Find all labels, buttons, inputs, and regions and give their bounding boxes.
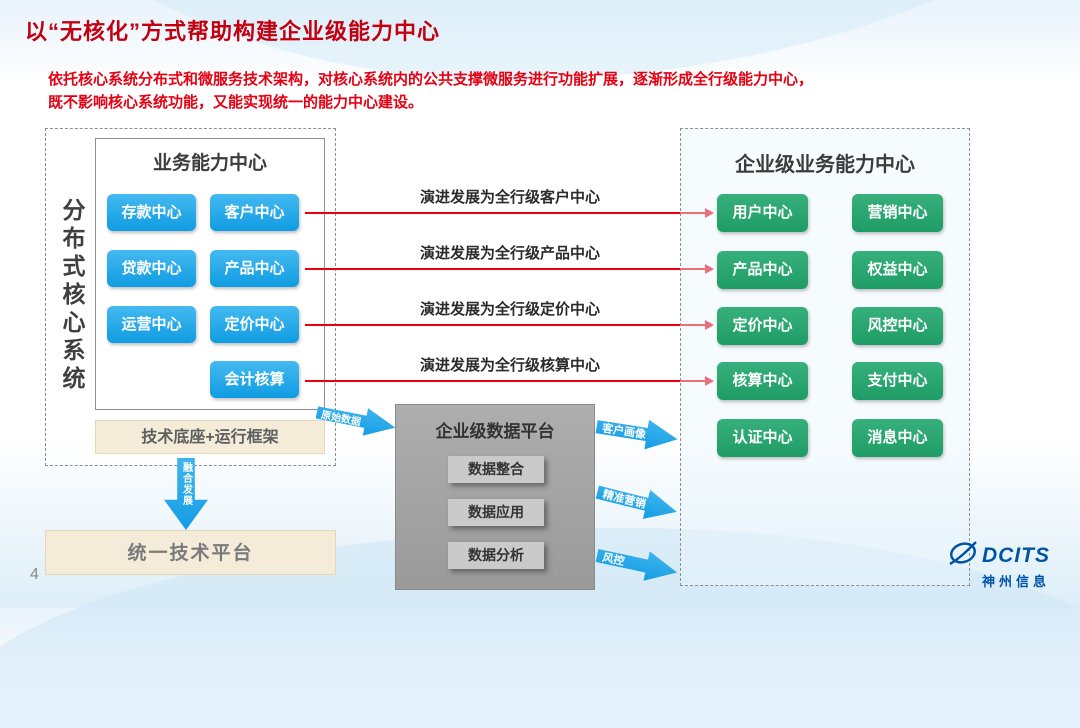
chip-deposit-center: 存款中心 — [107, 194, 196, 231]
tech-base-box: 技术底座+运行框架 — [95, 420, 325, 454]
evolution-label-accounting: 演进发展为全行级核算中心 — [419, 357, 600, 374]
arrow-head-icon — [705, 320, 714, 330]
chip-operation-center: 运营中心 — [107, 306, 196, 343]
output-label-precision-marketing: 精准营销 — [601, 488, 647, 511]
data-platform-title: 企业级数据平台 — [435, 422, 555, 441]
fusion-development-arrow: 融合发展 — [164, 458, 208, 530]
chip-pricing-center: 定价中心 — [210, 306, 299, 343]
arrow-head-icon — [705, 376, 714, 386]
chip-product-center-r: 产品中心 — [717, 251, 808, 289]
business-capability-title: 业务能力中心 — [152, 153, 267, 174]
chip-product-center: 产品中心 — [210, 250, 299, 287]
output-label-customer-profile: 客户画像 — [601, 422, 647, 442]
chip-payment-center: 支付中心 — [852, 362, 943, 400]
enterprise-capability-title: 企业级业务能力中心 — [735, 154, 915, 176]
enterprise-data-platform: 企业级数据平台 数据整合 数据应用 数据分析 — [395, 404, 595, 590]
evolution-label-pricing: 演进发展为全行级定价中心 — [419, 301, 600, 318]
chip-accounting-center: 核算中心 — [717, 362, 808, 400]
page-title: 以“无核化”方式帮助构建企业级能力中心 — [25, 19, 441, 44]
arrow-line — [305, 212, 707, 214]
dcits-swoosh-icon — [948, 540, 978, 571]
dcits-logo: DCITS 神州信息 — [948, 540, 1068, 590]
unified-platform-box: 统一技术平台 — [45, 530, 336, 575]
output-arrow-customer-profile: 客户画像 — [594, 412, 680, 454]
chip-risk-center: 风控中心 — [852, 307, 943, 345]
page-number: 4 — [30, 566, 39, 583]
chip-message-center: 消息中心 — [852, 419, 943, 457]
chip-customer-center: 客户中心 — [210, 194, 299, 231]
arrow-head-icon — [705, 208, 714, 218]
arrow-head-icon — [705, 264, 714, 274]
chip-loan-center: 贷款中心 — [107, 250, 196, 287]
chip-accounting: 会计核算 — [210, 361, 299, 398]
chip-user-center: 用户中心 — [717, 194, 808, 232]
description-line-2: 既不影响核心系统功能，又能实现统一的能力中心建设。 — [48, 94, 424, 111]
logo-brand-text: DCITS — [982, 543, 1050, 567]
arrow-line — [305, 324, 707, 326]
chip-auth-center: 认证中心 — [717, 419, 808, 457]
evolution-label-customer: 演进发展为全行级客户中心 — [419, 189, 600, 206]
arrow-line — [305, 268, 707, 270]
distributed-core-label: 分布式核心系统 — [59, 198, 85, 394]
chip-rights-center: 权益中心 — [852, 251, 943, 289]
data-platform-item-integration: 数据整合 — [448, 456, 544, 483]
chip-marketing-center: 营销中心 — [852, 194, 943, 232]
arrow-line — [305, 380, 707, 382]
data-platform-item-analysis: 数据分析 — [448, 542, 544, 569]
data-platform-item-application: 数据应用 — [448, 499, 544, 526]
description-line-1: 依托核心系统分布式和微服务技术架构，对核心系统内的公共支撑微服务进行功能扩展，逐… — [48, 71, 814, 88]
output-arrow-precision-marketing: 精准营销 — [594, 478, 681, 527]
evolution-label-product: 演进发展为全行级产品中心 — [419, 245, 600, 262]
logo-company-text: 神州信息 — [982, 574, 1051, 589]
chip-pricing-center-r: 定价中心 — [717, 307, 808, 345]
fusion-arrow-label: 融合发展 — [180, 462, 192, 506]
